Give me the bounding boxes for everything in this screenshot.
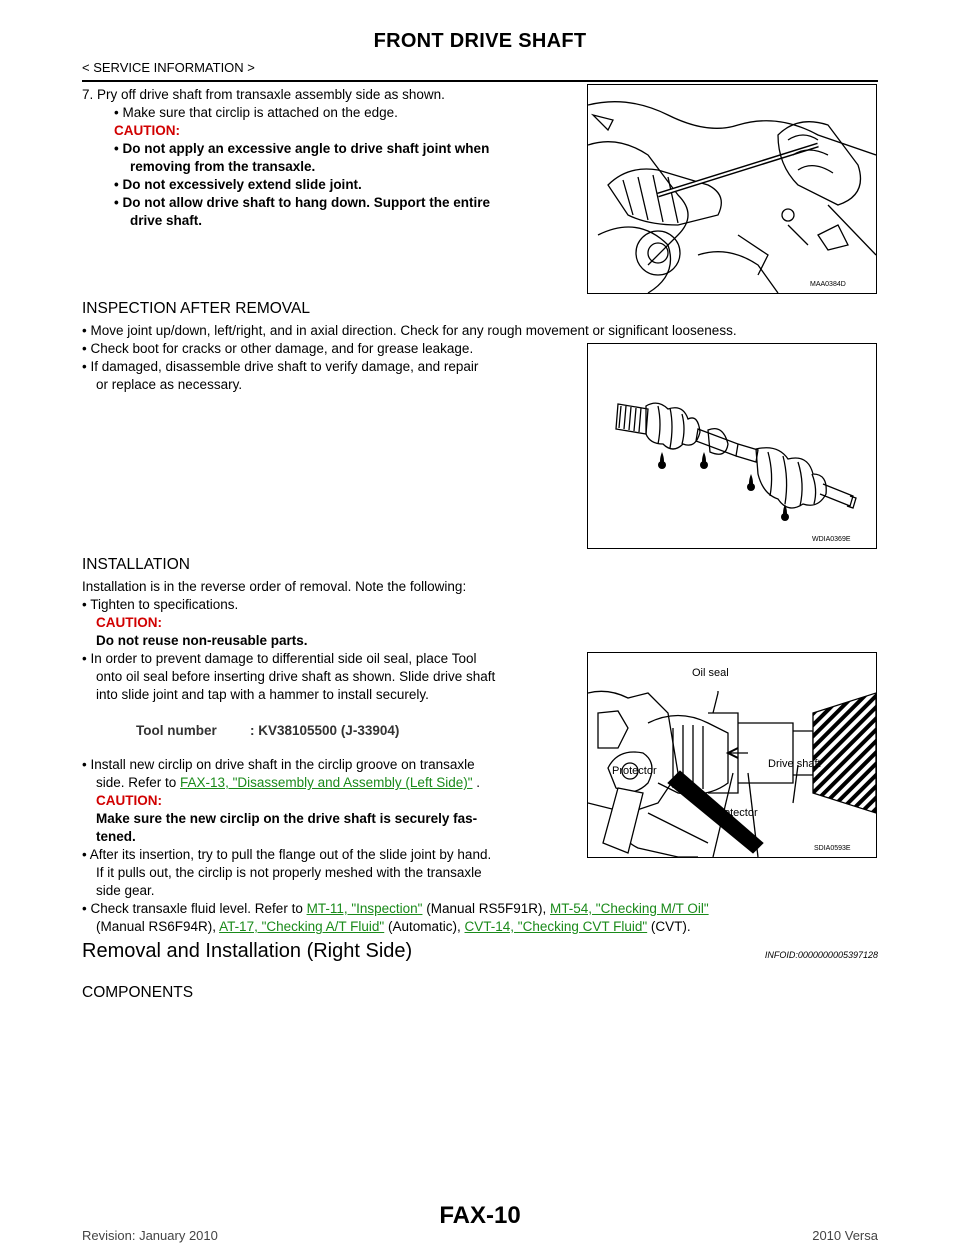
installation-bullet-3-cont: side. Refer to FAX-13, "Disassembly and … [96, 774, 480, 791]
link-mt-11[interactable]: MT-11, "Inspection" [306, 901, 423, 916]
label-protector-left: Protector [612, 765, 657, 777]
components-heading: COMPONENTS [82, 984, 194, 1001]
header-rule [82, 80, 878, 82]
installation-intro: Installation is in the reverse order of … [82, 579, 467, 594]
installation-bullet-4-cont-1: If it pulls out, the circlip is not prop… [96, 865, 482, 880]
caution-item-3: • Do not allow drive shaft to hang down.… [114, 195, 490, 210]
drive-shaft-illustration [615, 402, 857, 521]
caution-label: CAUTION: [114, 123, 180, 138]
inspection-bullet-2: • Check boot for cracks or other damage,… [82, 341, 474, 356]
right-side-heading: Removal and Installation (Right Side) [82, 940, 413, 962]
installation-caution-2-text: Make sure the new circlip on the drive s… [96, 811, 478, 826]
inspection-heading: INSPECTION AFTER REMOVAL [82, 300, 310, 317]
figure-1-code: MAA0384D [810, 281, 846, 288]
fluid-check-prefix: • Check transaxle fluid level. Refer to [82, 901, 307, 916]
figure-pry-off-drive-shaft: MAA0384D [587, 84, 877, 294]
model-year: 2010 Versa [812, 1228, 878, 1243]
installation-bullet-2-cont-1: onto oil seal before inserting drive sha… [96, 669, 496, 684]
fluid-check-suffix: (CVT). [647, 919, 691, 934]
revision-date: Revision: January 2010 [82, 1228, 218, 1243]
figure-protector-install: Oil seal Protector Protector Drive shaft… [587, 652, 877, 858]
figure-3-code: SDIA0593E [814, 845, 851, 852]
installation-bullet-2: • In order to prevent damage to differen… [82, 651, 477, 666]
refer-prefix: side. Refer to [96, 775, 181, 790]
info-id: INFOID:0000000005397128 [764, 950, 878, 960]
link-mt-54[interactable]: MT-54, "Checking M/T Oil" [550, 901, 709, 916]
step-7-bullet: • Make sure that circlip is attached on … [114, 105, 398, 120]
label-drive-shaft: Drive shaft [768, 758, 821, 770]
caution-item-1-cont: removing from the transaxle. [130, 159, 316, 174]
installation-caution-2-cont: tened. [96, 829, 136, 844]
installation-bullet-5-cont: (Manual RS6F94R), AT-17, "Checking A/T F… [96, 918, 691, 935]
caution-item-1: • Do not apply an excessive angle to dri… [114, 141, 490, 156]
pry-illustration [588, 101, 876, 293]
refer-suffix: . [472, 775, 481, 790]
figure-drive-shaft-inspection: WDIA0369E [587, 343, 877, 549]
installation-caution-1-text: Do not reuse non-reusable parts. [96, 633, 308, 648]
tool-number-value: : KV38105500 (J-33904) [250, 723, 400, 738]
inspection-bullet-1: • Move joint up/down, left/right, and in… [82, 323, 737, 338]
fluid-check-mid-2: (Automatic), [384, 919, 465, 934]
caution-item-3-cont: drive shaft. [130, 213, 203, 228]
step-7-text: 7. Pry off drive shaft from transaxle as… [82, 87, 445, 102]
link-cvt-14[interactable]: CVT-14, "Checking CVT Fluid" [464, 919, 648, 934]
section-label: < SERVICE INFORMATION > [82, 60, 255, 75]
installation-caution-2-label: CAUTION: [96, 793, 162, 808]
figure-2-code: WDIA0369E [812, 536, 851, 543]
caution-item-2: • Do not excessively extend slide joint. [114, 177, 362, 192]
protector-illustration [588, 690, 876, 857]
installation-bullet-1: • Tighten to specifications. [82, 597, 239, 612]
installation-bullet-2-cont-2: into slide joint and tap with a hammer t… [96, 687, 429, 702]
inspection-bullet-3: • If damaged, disassemble drive shaft to… [82, 359, 479, 374]
label-protector-right: Protector [713, 807, 758, 819]
installation-bullet-3: • Install new circlip on drive shaft in … [82, 757, 475, 772]
page-title: FRONT DRIVE SHAFT [373, 30, 587, 52]
fluid-check-mid-1: (Manual RS5F91R), [422, 901, 551, 916]
link-fax-13[interactable]: FAX-13, "Disassembly and Assembly (Left … [180, 775, 473, 790]
installation-heading: INSTALLATION [82, 556, 190, 573]
tool-number-label: Tool number [136, 723, 217, 738]
installation-bullet-5: • Check transaxle fluid level. Refer to … [82, 900, 709, 917]
installation-caution-1-label: CAUTION: [96, 615, 162, 630]
label-oil-seal: Oil seal [692, 667, 729, 679]
page-number: FAX-10 [439, 1202, 521, 1229]
installation-bullet-4: • After its insertion, try to pull the f… [82, 847, 492, 862]
inspection-bullet-3-cont: or replace as necessary. [96, 377, 243, 392]
link-at-17[interactable]: AT-17, "Checking A/T Fluid" [219, 919, 385, 934]
installation-bullet-4-cont-2: side gear. [96, 883, 155, 898]
fluid-check-line2-prefix: (Manual RS6F94R), [96, 919, 220, 934]
